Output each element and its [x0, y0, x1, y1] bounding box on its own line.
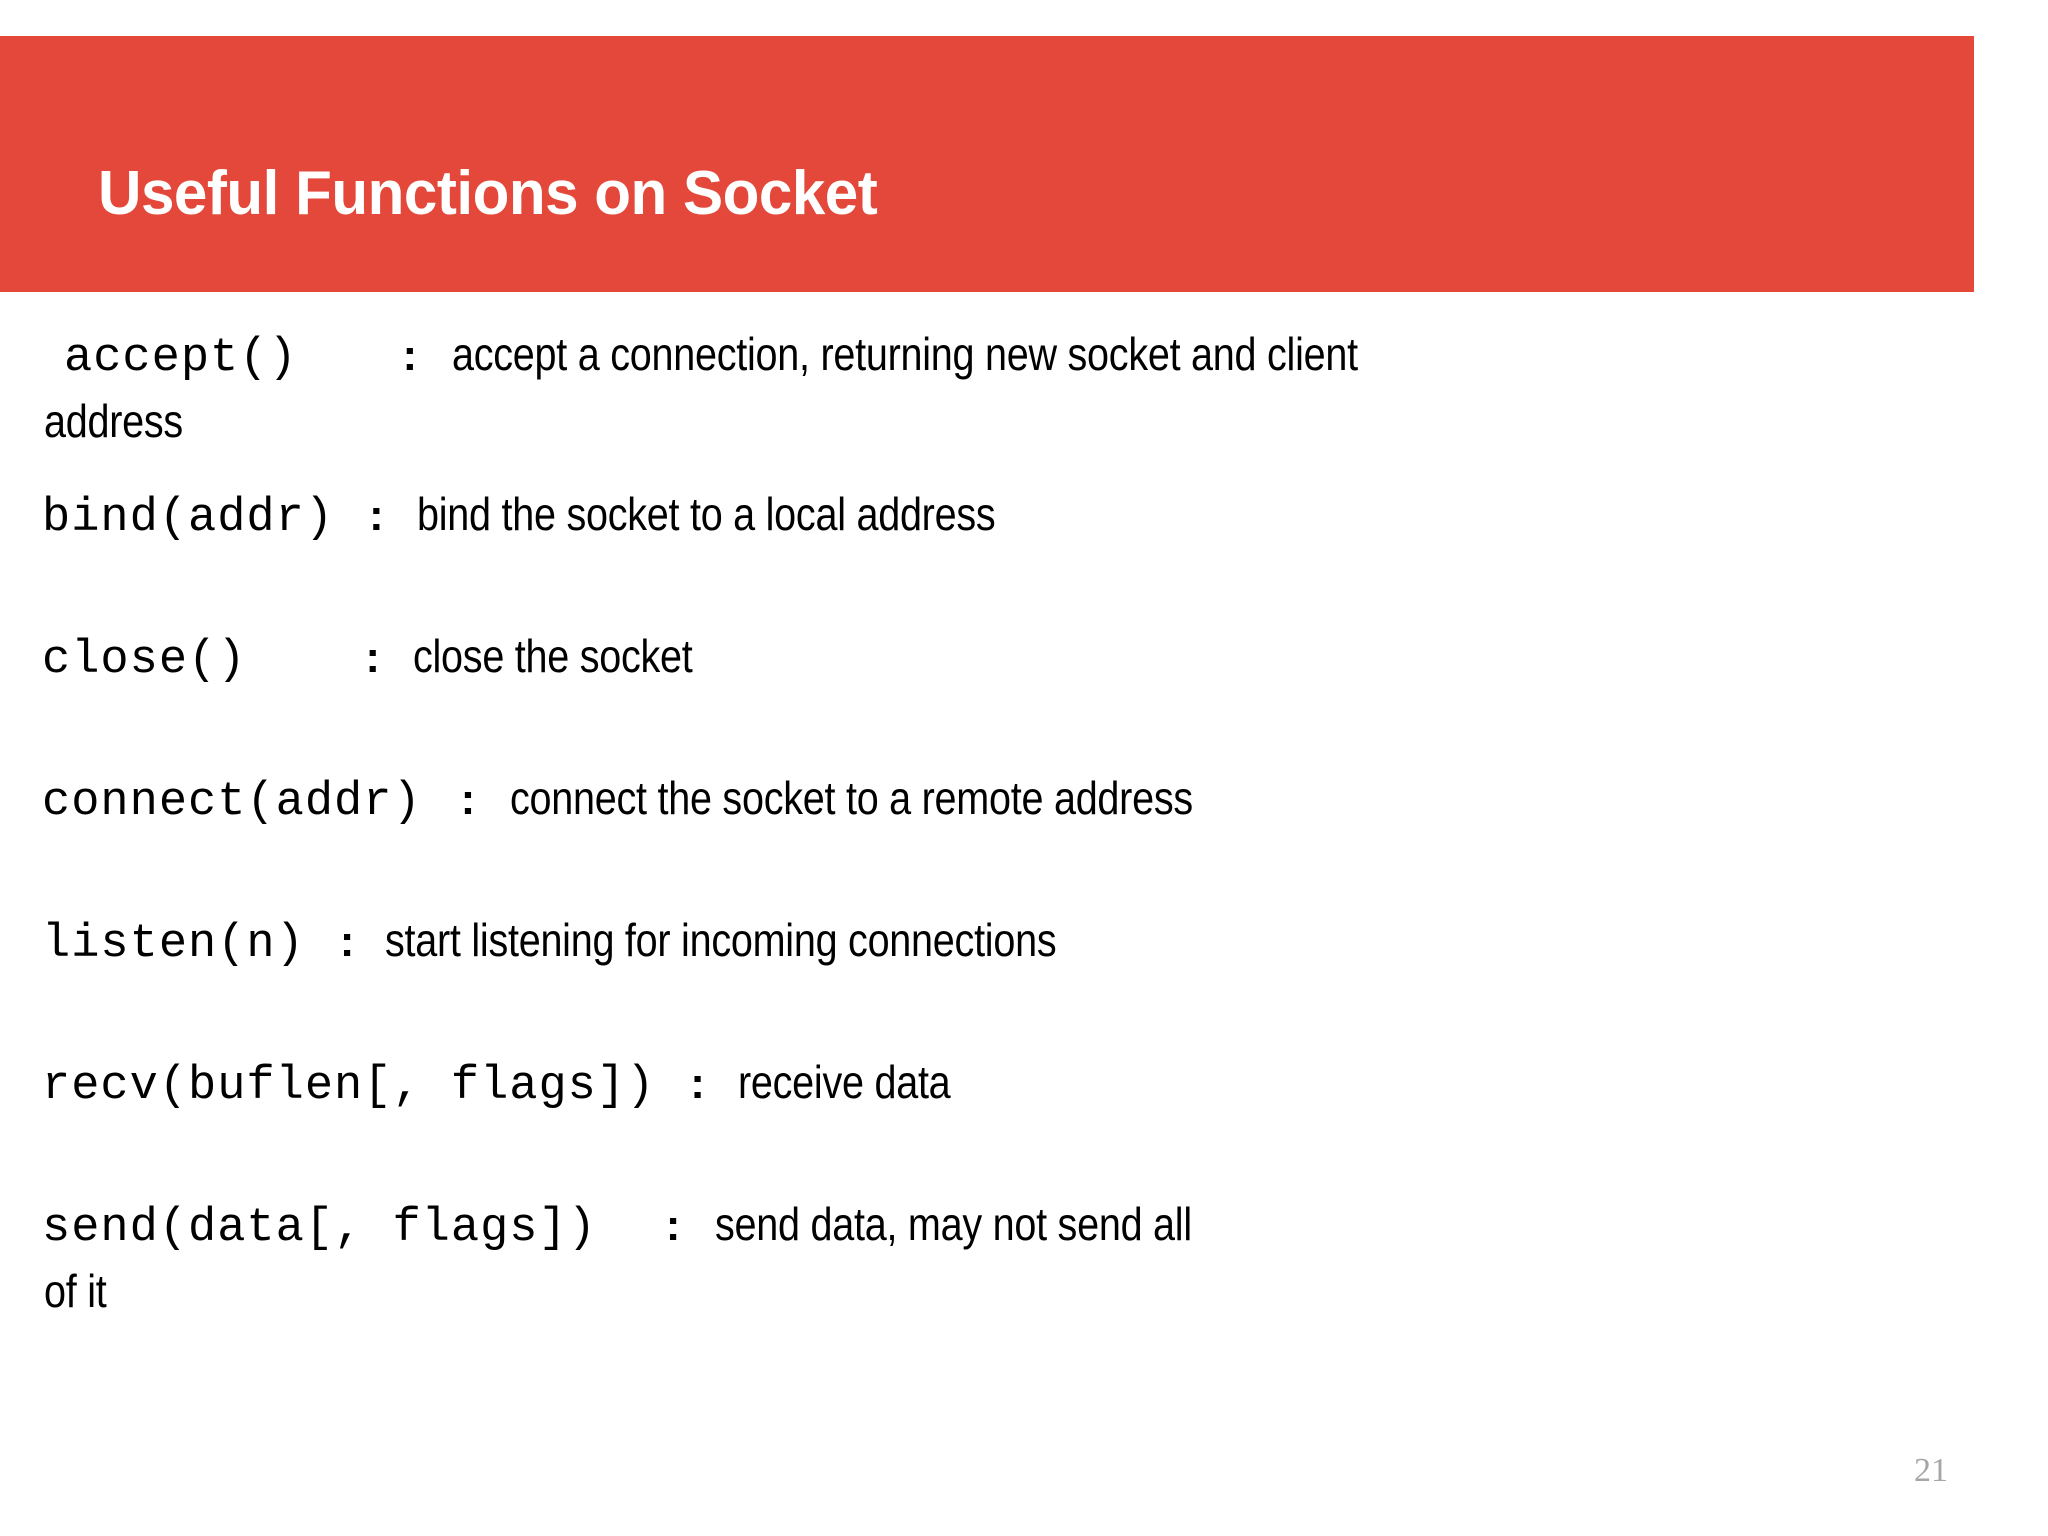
- function-entry-line: accept() : accept a connection, returnin…: [42, 318, 2002, 390]
- function-signature: recv(buflen[, flags]): [42, 1060, 656, 1113]
- separator-colon: :: [339, 917, 355, 966]
- function-signature: send(data[, flags]): [42, 1202, 597, 1255]
- function-signature: listen(n): [42, 918, 305, 971]
- function-description: send data, may not send all: [715, 1198, 1193, 1250]
- title-banner: [0, 36, 1974, 292]
- page-number: 21: [1914, 1452, 1948, 1489]
- list-item: accept() : accept a connection, returnin…: [42, 318, 2002, 478]
- function-signature: accept(): [64, 332, 298, 385]
- separator-colon: :: [402, 331, 418, 380]
- list-item: recv(buflen[, flags]) : receive data: [42, 1046, 2002, 1188]
- function-description-wrap-text: address: [44, 395, 183, 447]
- separator-colon: :: [665, 1201, 681, 1250]
- function-description: connect the socket to a remote address: [510, 772, 1194, 824]
- function-entry-line: send(data[, flags]) : send data, may not…: [42, 1188, 2002, 1260]
- function-signature: close(): [42, 634, 247, 687]
- function-description: start listening for incoming connections: [385, 914, 1057, 966]
- function-entry-line: close() : close the socket: [42, 620, 2002, 692]
- function-entry-line: recv(buflen[, flags]) : receive data: [42, 1046, 2002, 1118]
- separator-colon: :: [690, 1059, 705, 1108]
- function-description: receive data: [737, 1056, 951, 1108]
- separator-colon: :: [365, 633, 380, 682]
- page-title: Useful Functions on Socket: [98, 159, 878, 228]
- separator-colon: :: [368, 491, 384, 540]
- function-description: bind the socket to a local address: [416, 488, 996, 540]
- list-item: bind(addr) : bind the socket to a local …: [42, 478, 2002, 620]
- function-description-wrap: of it: [44, 1260, 2002, 1322]
- function-entry-line: bind(addr) : bind the socket to a local …: [42, 478, 2002, 550]
- function-entry-line: connect(addr) : connect the socket to a …: [42, 762, 2002, 834]
- function-list: accept() : accept a connection, returnin…: [42, 318, 2002, 1338]
- function-entry-line: listen(n) : start listening for incoming…: [42, 904, 2002, 976]
- function-description-wrap: address: [44, 390, 2002, 452]
- list-item: connect(addr) : connect the socket to a …: [42, 762, 2002, 904]
- function-description: accept a connection, returning new socke…: [452, 328, 1358, 380]
- list-item: send(data[, flags]) : send data, may not…: [42, 1188, 2002, 1338]
- function-description-wrap-text: of it: [44, 1265, 107, 1317]
- list-item: close() : close the socket: [42, 620, 2002, 762]
- function-signature: connect(addr): [42, 776, 422, 829]
- separator-colon: :: [460, 775, 476, 824]
- function-description: close the socket: [412, 630, 693, 682]
- list-item: listen(n) : start listening for incoming…: [42, 904, 2002, 1046]
- function-signature: bind(addr): [42, 492, 335, 545]
